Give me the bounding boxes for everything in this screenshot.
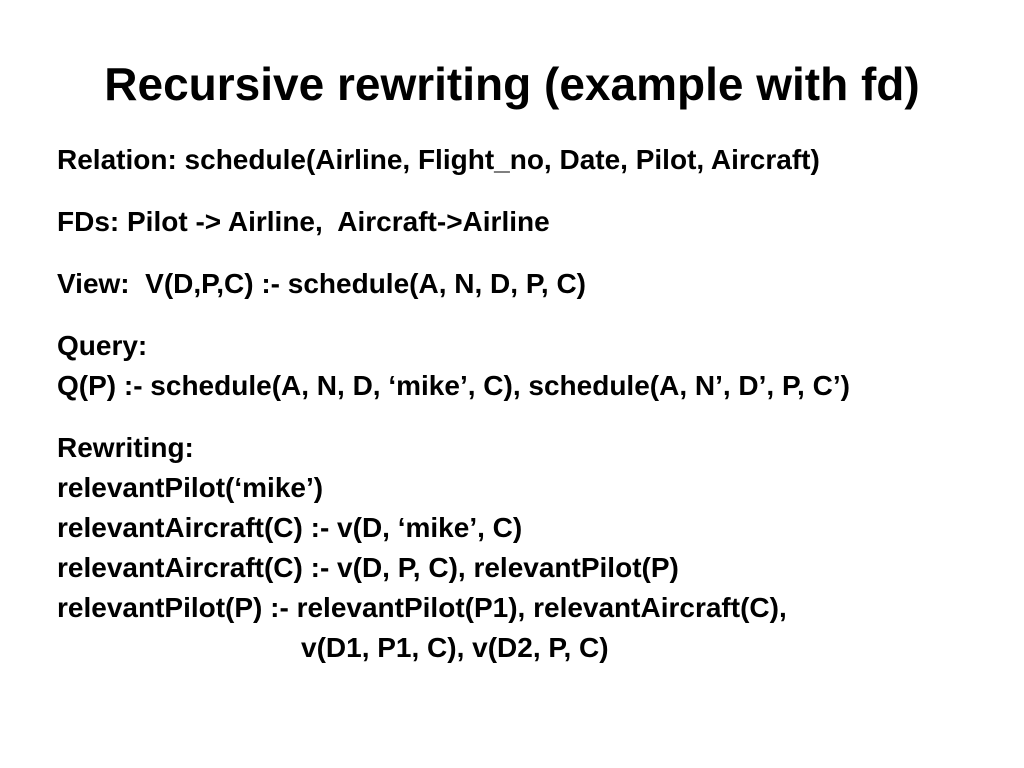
rewriting-line-2: relevantAircraft(C) :- v(D, ‘mike’, C) — [57, 512, 523, 543]
query-label: Query: — [57, 330, 148, 361]
rewriting-continuation-line: v(D1, P1, C), v(D2, P, C) — [301, 632, 609, 663]
query-line: Q(P) :- schedule(A, N, D, ‘mike’, C), sc… — [57, 370, 850, 401]
rewriting-line-3: relevantAircraft(C) :- v(D, P, C), relev… — [57, 552, 679, 583]
view-paragraph: View: V(D,P,C) :- schedule(A, N, D, P, C… — [57, 264, 987, 304]
slide-title: Recursive rewriting (example with fd) — [104, 58, 920, 110]
rewriting-line-4: relevantPilot(P) :- relevantPilot(P1), r… — [57, 592, 787, 623]
query-paragraph: Query: Q(P) :- schedule(A, N, D, ‘mike’,… — [57, 326, 987, 406]
relation-line: Relation: schedule(Airline, Flight_no, D… — [57, 144, 820, 175]
rewriting-line-1: relevantPilot(‘mike’) — [57, 472, 324, 503]
relation-paragraph: Relation: schedule(Airline, Flight_no, D… — [57, 140, 987, 180]
fds-line: FDs: Pilot -> Airline, Aircraft->Airline — [57, 206, 550, 237]
slide-body: Relation: schedule(Airline, Flight_no, D… — [57, 140, 987, 690]
rewriting-label: Rewriting: — [57, 432, 194, 463]
rewriting-paragraph: Rewriting: relevantPilot(‘mike’) relevan… — [57, 428, 987, 668]
fds-paragraph: FDs: Pilot -> Airline, Aircraft->Airline — [57, 202, 987, 242]
view-line: View: V(D,P,C) :- schedule(A, N, D, P, C… — [57, 268, 586, 299]
